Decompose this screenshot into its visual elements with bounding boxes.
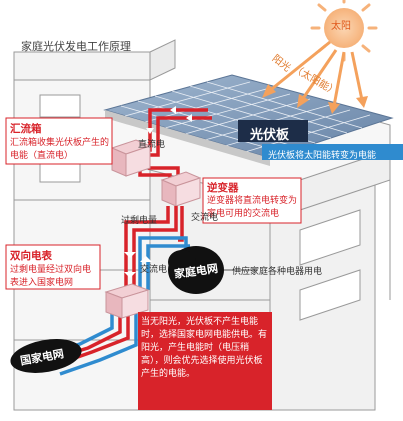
no-sun-note: 当无阳光，光伏板不产生电能时，选择国家电网电能供电。有阳光，产生电能时（电压稍高… bbox=[141, 317, 268, 379]
home-grid-description: 供应家庭各种电器用电 bbox=[232, 267, 323, 277]
inverter-description: 逆变器将直流电转变为家电可用的交流电 bbox=[207, 196, 298, 219]
panel-desc-bg bbox=[262, 144, 403, 160]
label-boxes bbox=[5, 117, 302, 290]
dc-arrows bbox=[146, 106, 192, 134]
page-title: 家庭光伏发电工作原理 bbox=[21, 40, 131, 53]
dc-wire-label: 直流电 bbox=[138, 140, 166, 150]
combiner-box-icon bbox=[110, 139, 152, 177]
ac-wire-label-upper: 交流电 bbox=[191, 213, 219, 223]
panel-tag-bg bbox=[238, 120, 308, 142]
national-grid-blob bbox=[10, 339, 82, 373]
meter-box-icon bbox=[104, 283, 150, 319]
ac-arrows bbox=[124, 252, 152, 278]
sunlight-rays bbox=[262, 40, 368, 114]
surplus-wire-label: 过剩电量 bbox=[121, 216, 158, 226]
ac-wire-label-lower: 交流电 bbox=[140, 265, 168, 275]
meter-description: 过剩电量经过双向电表进入国家电网 bbox=[10, 265, 92, 288]
combiner-heading: 汇流箱 bbox=[10, 123, 42, 135]
inverter-box-icon bbox=[160, 171, 202, 207]
combiner-description: 汇流箱收集光伏板产生的电能（直流电） bbox=[10, 138, 110, 161]
meter-heading: 双向电表 bbox=[10, 250, 52, 262]
sun-label: 太阳 bbox=[331, 21, 351, 32]
inverter-heading: 逆变器 bbox=[207, 182, 239, 194]
panel-tag: 光伏板 bbox=[250, 128, 290, 143]
home-grid-blob bbox=[168, 246, 258, 294]
panel-description: 光伏板将太阳能转变为电能 bbox=[268, 151, 377, 161]
no-sun-note-bg bbox=[138, 312, 272, 410]
solar-panel bbox=[103, 74, 394, 166]
